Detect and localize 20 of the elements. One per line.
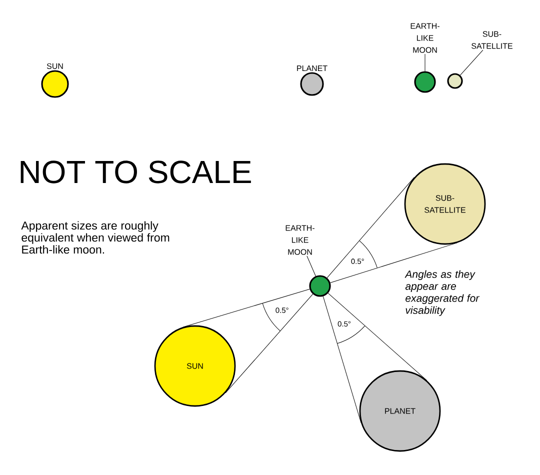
note-text: Apparent sizes are roughly equivalent when viewed from Earth-like moon.	[21, 221, 170, 254]
title: NOT TO SCALE	[20, 160, 251, 184]
sight-line	[322, 296, 362, 423]
body-label: SUB- SATELLITE	[472, 31, 512, 49]
body-circle	[447, 73, 463, 89]
leader-line	[460, 50, 484, 76]
sight-line	[183, 288, 310, 328]
note-text: Angles as they appear are exaggerated for visability	[404, 270, 480, 316]
node-label: PLANET	[297, 65, 328, 71]
body-label: EARTH- LIKE MOON	[286, 225, 314, 255]
sight-line	[326, 177, 414, 278]
sight-line	[225, 294, 314, 394]
body-label: EARTH- LIKE MOON	[410, 23, 440, 53]
sight-line	[330, 242, 458, 283]
sight-line	[328, 292, 428, 381]
leader-line	[424, 54, 426, 72]
body-circle	[309, 275, 331, 297]
node-label: SUN	[46, 63, 63, 69]
leader-line	[306, 256, 316, 276]
body-circle	[414, 71, 436, 93]
